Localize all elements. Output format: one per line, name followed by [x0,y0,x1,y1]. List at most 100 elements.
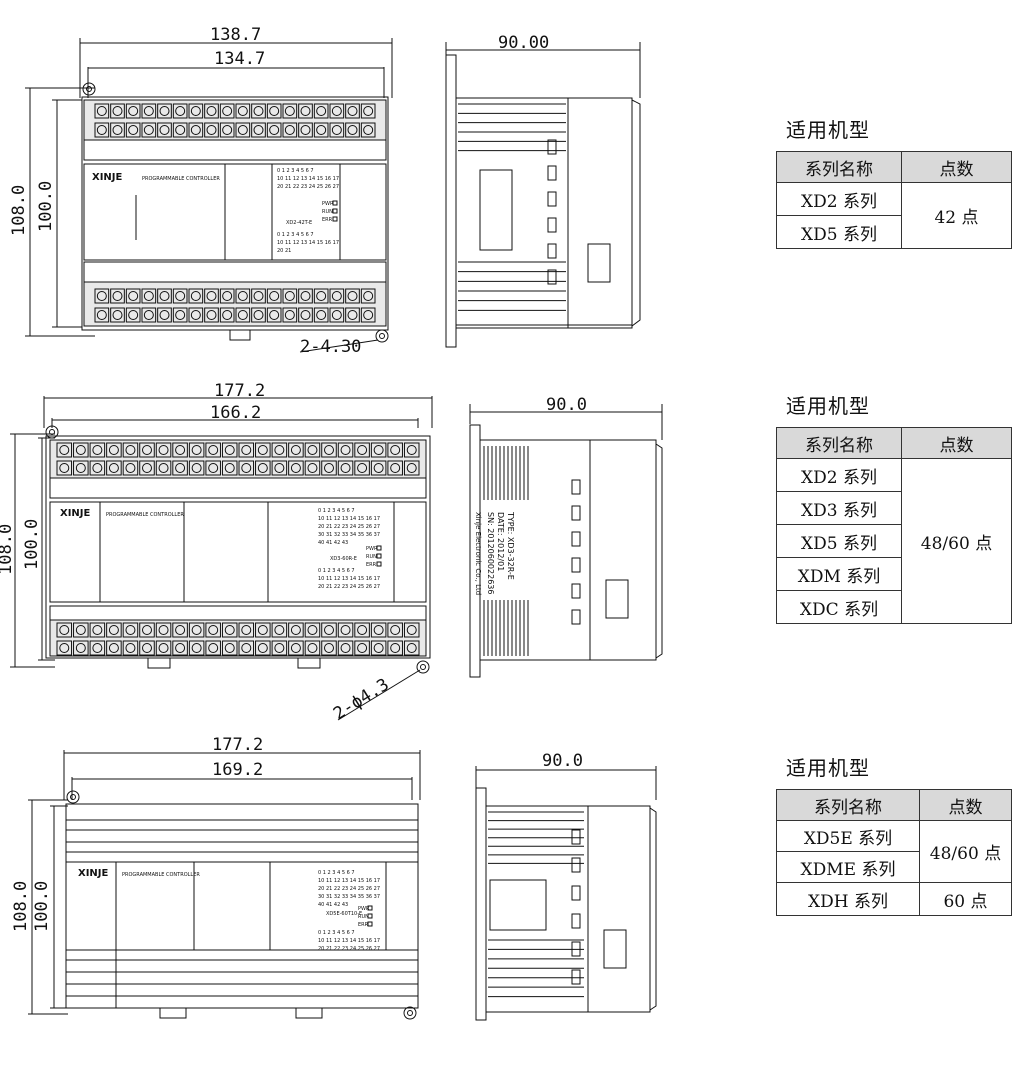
terminal-screw [159,291,170,301]
vent-slot [571,583,581,599]
terminal-screw [191,625,202,635]
terminal-screw [370,640,387,656]
terminal-screw [253,125,264,135]
front-view-3: XINJE PROGRAMMABLE CONTROLLER XD5E-60T10… [28,750,421,1020]
terminal-screw [241,463,252,473]
terminal-screw [307,643,318,653]
io-label-row: 0 1 2 3 4 5 6 7 [318,870,355,876]
terminal-screw [110,122,125,138]
terminal-screw [271,442,288,458]
terminal-screw [238,622,255,638]
terminal-screw [89,460,106,476]
terminal-screw [354,640,370,656]
terminal-screw [73,442,89,458]
terminal-screw [363,291,374,301]
series-cell: XD2 系列 [776,458,902,492]
vent-slot [571,969,581,985]
terminal-screw [175,643,186,653]
terminal-screw [274,643,285,653]
vent-slot [571,941,581,957]
spec-block-3: 适用机型 系列名称 点数 XD5E 系列 48/60 点 XDME 系列 XDH… [776,752,1012,916]
vent-slot [547,165,557,181]
terminal-screw [89,442,106,458]
terminal-screw [274,625,285,635]
terminal-screw [329,103,345,119]
terminal-screw [125,288,141,304]
terminal-screw [205,442,221,458]
terminal-screw [235,288,251,304]
terminal-screw [340,463,351,473]
terminal-screw [298,307,313,323]
terminal-screw [224,643,235,653]
terminal-screw [282,103,298,119]
terminal-screw [304,622,321,638]
terminal-screw [238,640,255,656]
dim-depth-2: 90.0 [546,395,587,415]
terminal-screw [406,643,417,653]
terminal-screw [324,643,334,653]
terminal-screw [271,622,288,638]
panel-label-2: PROGRAMMABLE CONTROLLER [106,512,184,518]
led-label: ERR [366,562,377,568]
terminal-screw [94,307,110,323]
terminal-screw [266,307,282,323]
io-label-row: 20 21 22 23 24 25 26 27 [318,584,380,590]
terminal-screw [284,106,295,116]
terminal-screw [373,643,384,653]
terminal-screw [390,643,401,653]
terminal-screw [92,643,103,653]
dim-depth-1: 90.00 [498,33,549,53]
vent-slot [547,139,557,155]
led-label: RUN [322,209,333,215]
dim-height-mount-3: 100.0 [32,881,52,932]
terminal-screw [269,125,280,135]
terminal-screw [304,640,321,656]
terminal-screw [298,103,313,119]
terminal-screw [406,463,417,473]
terminal-screw [175,106,186,116]
terminal-screw [155,640,172,656]
terminal-screw [337,622,354,638]
spec-title: 适用机型 [786,756,870,780]
terminal-screw [96,310,107,320]
terminal-screw [357,625,368,635]
terminal-screw [59,643,70,653]
header-series: 系列名称 [776,789,920,821]
terminal-screw [241,643,252,653]
terminal-screw [172,640,188,656]
terminal-screw [139,442,155,458]
terminal-screw [158,625,169,635]
terminal-screw [257,463,268,473]
terminal-screw [188,103,204,119]
terminal-screw [360,103,376,119]
terminal-screw [238,442,255,458]
terminal-screw [345,122,360,138]
terminal-screw [354,460,370,476]
terminal-screw [224,445,235,455]
dim-height-overall-3: 108.0 [11,881,31,932]
terminal-screw [316,125,327,135]
terminal-screw [251,103,266,119]
terminal-screw [110,103,125,119]
terminal-screw [387,622,403,638]
terminal-screw [190,310,201,320]
led-label: PWR [322,201,334,207]
terminal-screw [255,640,271,656]
front-view-2: XINJE PROGRAMMABLE CONTROLLER XD3-60R-E … [10,396,433,721]
terminal-screw [269,291,280,301]
terminal-screw [284,291,295,301]
terminal-screw [251,307,266,323]
dim-width-overall-1: 138.7 [210,25,261,45]
terminal-screw [406,445,417,455]
terminal-screw [221,640,238,656]
terminal-screw [204,307,219,323]
io-label-row: 10 11 12 13 14 15 16 17 [318,938,380,944]
vent-slot [547,217,557,233]
terminal-screw [125,307,141,323]
terminal-screw [282,288,298,304]
terminal-screw [56,442,73,458]
terminal-screw [324,625,334,635]
terminal-screw [363,125,374,135]
terminal-screw [329,122,345,138]
terminal-screw [157,122,172,138]
